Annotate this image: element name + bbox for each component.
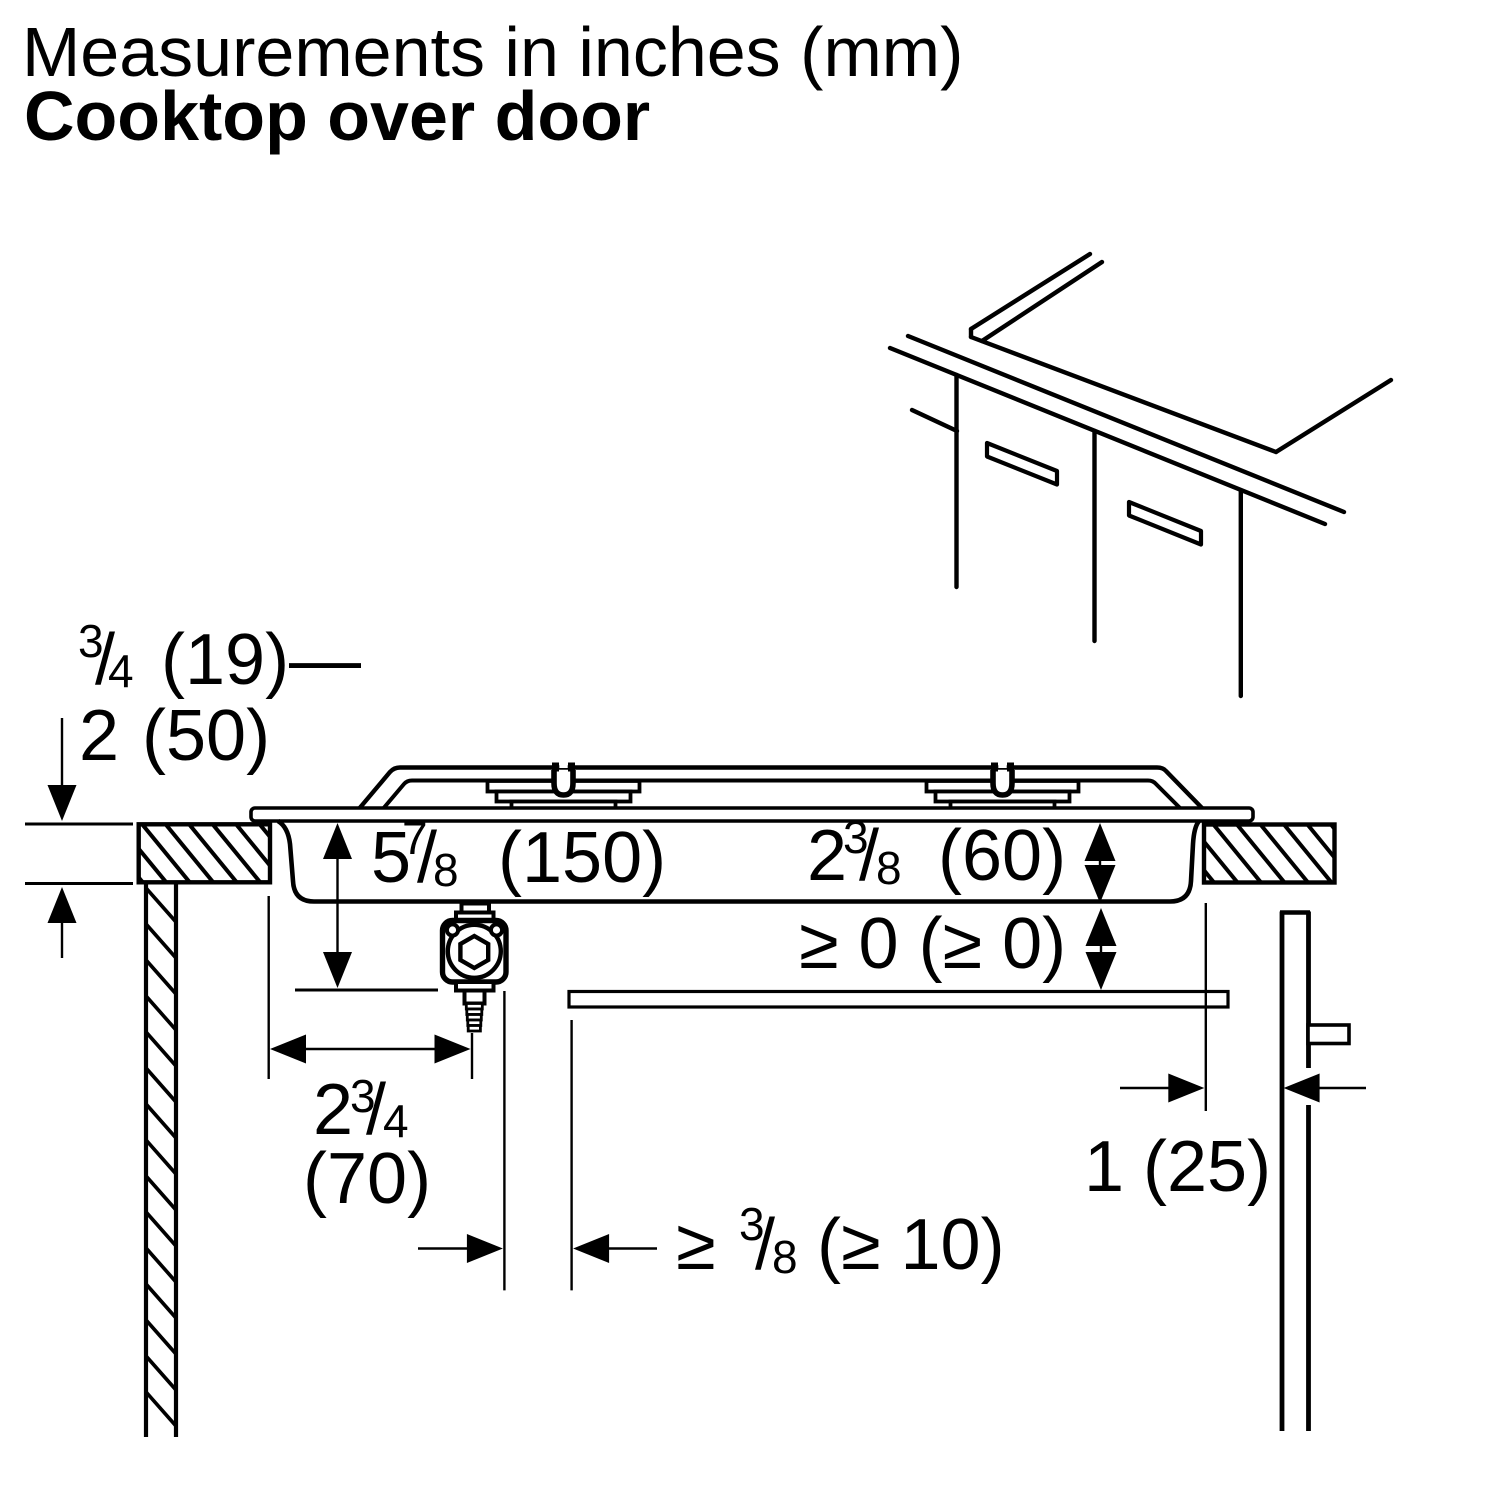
svg-text:2: 2 (79, 696, 119, 776)
svg-text:(≥ 10): (≥ 10) (817, 1205, 1005, 1285)
svg-text:(25): (25) (1143, 1127, 1271, 1207)
svg-text:2: 2 (807, 816, 847, 896)
svg-text:3: 3 (843, 811, 869, 863)
svg-text:3: 3 (78, 615, 104, 667)
svg-text:4: 4 (383, 1095, 409, 1147)
svg-text:8: 8 (876, 842, 902, 894)
svg-text:5: 5 (371, 818, 411, 898)
svg-text:/: / (859, 816, 879, 896)
svg-text:≥ 0 (≥ 0): ≥ 0 (≥ 0) (799, 904, 1066, 984)
svg-text:7: 7 (402, 812, 428, 864)
svg-text:4: 4 (108, 645, 134, 697)
svg-text:/: / (95, 620, 115, 700)
svg-text:(60): (60) (938, 816, 1066, 896)
svg-text:(70): (70) (303, 1139, 431, 1219)
svg-text:(19)—: (19)— (161, 620, 361, 700)
svg-text:Cooktop over door: Cooktop over door (24, 77, 650, 155)
svg-text:Measurements in inches (mm): Measurements in inches (mm) (22, 13, 963, 91)
svg-text:/: / (417, 818, 437, 898)
svg-text:/: / (755, 1205, 775, 1285)
svg-text:1: 1 (1084, 1127, 1124, 1207)
svg-text:(50): (50) (142, 696, 270, 776)
svg-text:/: / (366, 1070, 386, 1150)
svg-text:8: 8 (772, 1231, 798, 1283)
svg-text:3: 3 (739, 1198, 765, 1250)
svg-text:(150): (150) (498, 818, 666, 898)
svg-text:3: 3 (350, 1070, 376, 1122)
svg-text:≥: ≥ (676, 1205, 716, 1285)
svg-text:8: 8 (433, 844, 459, 896)
svg-text:2: 2 (313, 1070, 353, 1150)
